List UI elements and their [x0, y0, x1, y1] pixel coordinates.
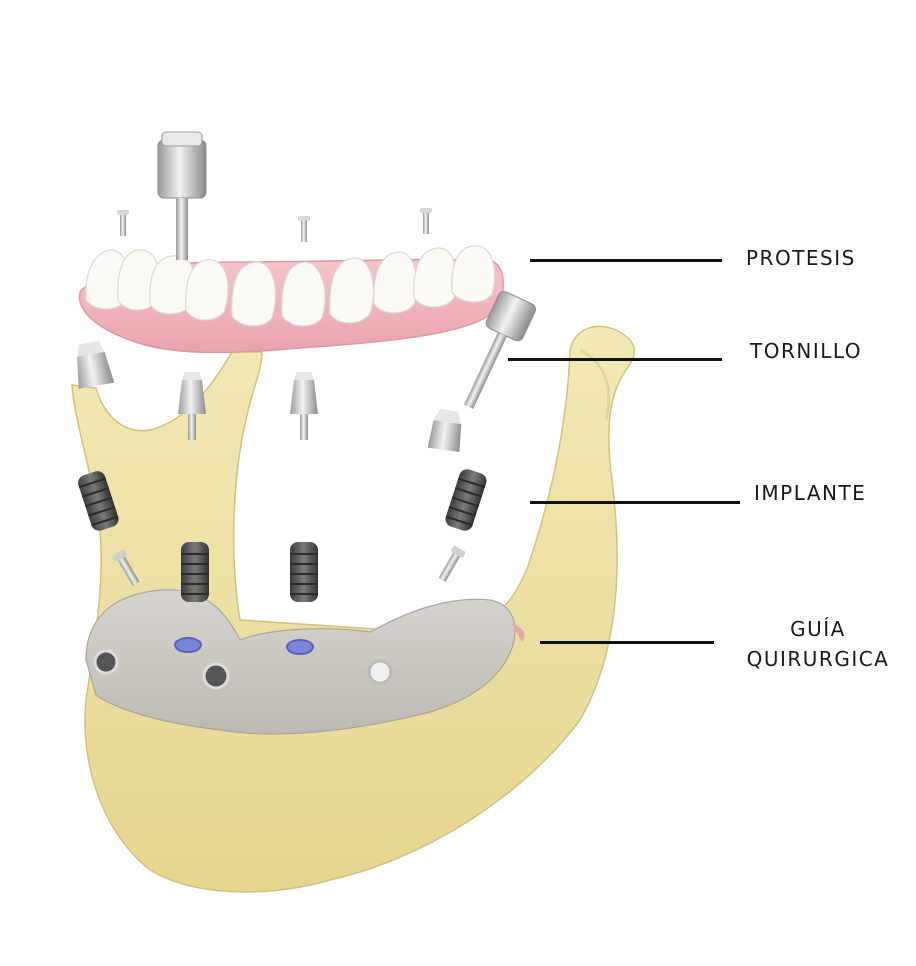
implant	[290, 542, 318, 602]
abutment	[290, 372, 318, 440]
prosthesis	[78, 245, 504, 354]
guia-quirurgica-label: GUÍA QUIRURGICA	[736, 614, 900, 674]
implante-label: IMPLANTE	[754, 481, 867, 505]
guia-leader-line	[540, 641, 714, 644]
guia-label-line2: QUIRURGICA	[746, 647, 890, 671]
tool-vertical	[157, 131, 207, 260]
guide-sleeve	[286, 639, 314, 655]
guide-sleeve	[174, 637, 202, 653]
tool-angled	[464, 291, 536, 409]
abutment	[77, 340, 115, 389]
protesis-label: PROTESIS	[746, 246, 856, 270]
guide-pin	[202, 662, 230, 690]
tornillo-label: TORNILLO	[750, 339, 863, 363]
implants	[78, 469, 487, 602]
guia-label-line1: GUÍA	[790, 617, 846, 641]
implante-leader-line	[530, 501, 740, 504]
surgical-guide	[85, 589, 525, 735]
guide-pin	[93, 649, 119, 675]
protesis-leader-line	[530, 259, 722, 262]
prosthetic-screws	[117, 208, 432, 242]
implant	[78, 471, 119, 531]
guide-pin	[367, 659, 393, 685]
abutment	[427, 408, 462, 453]
abutments	[77, 340, 462, 453]
guide-screws	[112, 545, 466, 586]
tornillo-leader-line	[508, 358, 722, 361]
teeth	[85, 245, 496, 327]
abutment	[178, 372, 206, 440]
implant	[181, 542, 209, 602]
screwdriver-tools	[157, 131, 536, 409]
implant	[445, 469, 487, 531]
mandible-bone	[71, 325, 636, 893]
